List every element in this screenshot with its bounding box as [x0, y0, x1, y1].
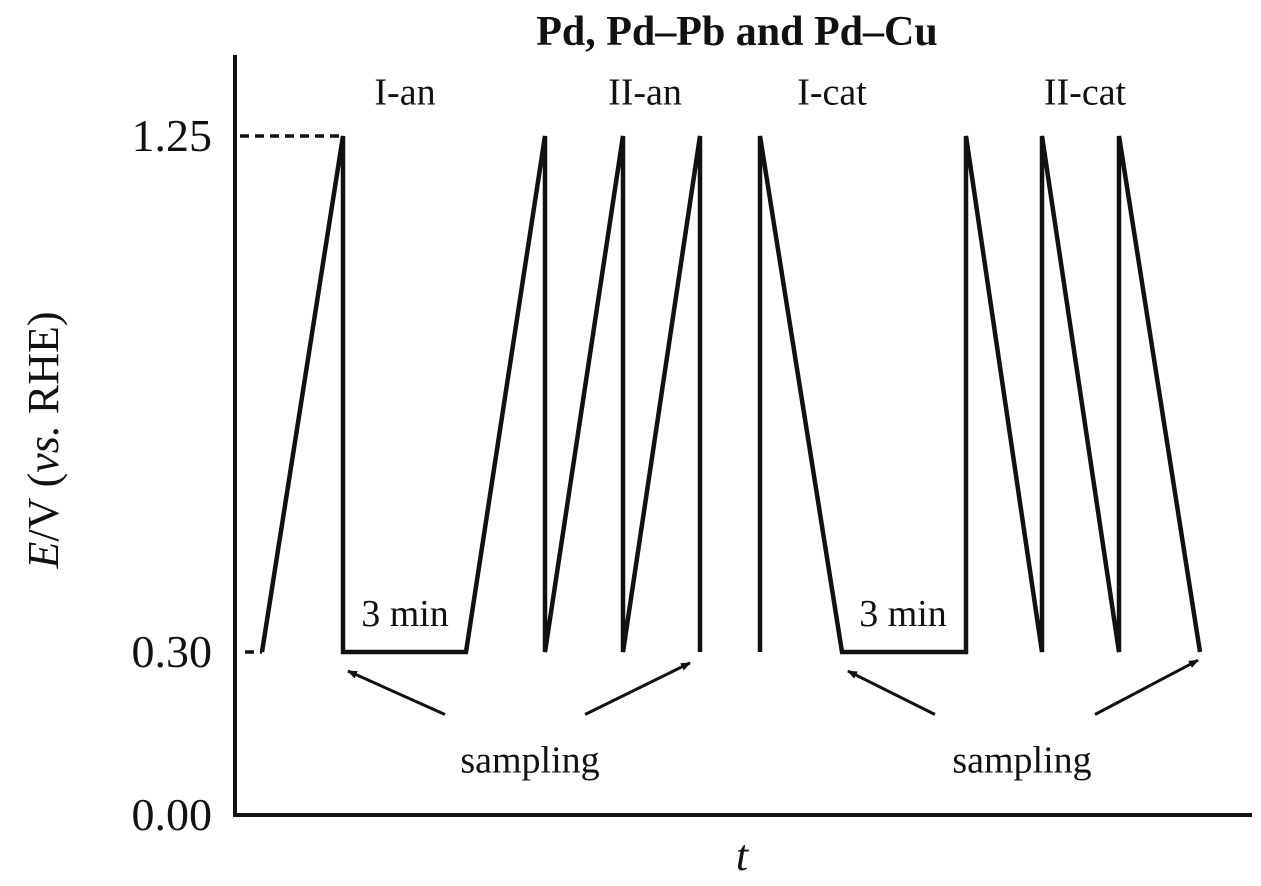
annotation-label: II-cat	[1044, 72, 1127, 114]
y-label-vs: vs.	[19, 425, 68, 473]
annotation-label: 3 min	[361, 593, 449, 635]
annotation-label: I-an	[374, 72, 435, 114]
x-axis-label: t	[736, 831, 750, 880]
y-tick-label: 1.25	[132, 110, 213, 161]
potential-waveform-line	[259, 135, 703, 655]
annotation-label: 3 min	[859, 593, 947, 635]
y-tick-label: 0.00	[132, 789, 213, 840]
sampling-arrow	[347, 669, 446, 716]
potential-waveform-line	[757, 135, 1203, 655]
y-tick-label: 0.30	[132, 626, 213, 677]
annotation-label: II-an	[608, 72, 682, 114]
annotation-label: I-cat	[797, 72, 867, 114]
chart-title: Pd, Pd–Pb and Pd–Cu	[536, 9, 937, 55]
annotation-label: sampling	[952, 740, 1091, 782]
sampling-arrow	[1094, 658, 1199, 716]
sampling-arrow	[584, 661, 691, 716]
axes	[233, 55, 1252, 817]
y-label-ref: RHE)	[19, 311, 68, 425]
y-axis-label: E/V (vs. RHE)	[19, 311, 68, 569]
y-label-e: E	[19, 542, 68, 570]
sampling-arrow	[847, 669, 936, 716]
annotation-label: sampling	[460, 740, 599, 782]
y-label-unit: /V (	[19, 473, 68, 542]
